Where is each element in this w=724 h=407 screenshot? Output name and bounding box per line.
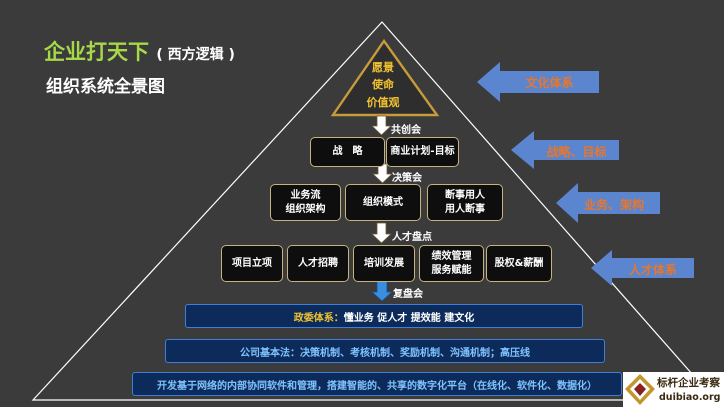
arrow-down-4 xyxy=(370,280,394,302)
side-label-business: 业务、架构 xyxy=(583,198,644,212)
connector-cocreate: 共创会 xyxy=(391,125,421,136)
pyramid-apex xyxy=(330,38,440,117)
apex-text-vision: 愿景 xyxy=(372,61,394,74)
box-decision-people: 断事用人 用人断事 xyxy=(427,184,503,221)
connector-decision: 决策会 xyxy=(392,173,422,184)
side-arrow-2 xyxy=(511,131,619,169)
box-recruitment: 人才招聘 xyxy=(287,245,349,282)
page-title: 企业打天下 ( 西方逻辑 ) xyxy=(44,36,235,66)
band-company-law: 公司基本法：决策机制、考核机制、奖励机制、沟通机制；高压线 xyxy=(165,339,605,363)
logo-diamond-icon xyxy=(625,374,655,405)
page-subtitle: 组织系统全景图 xyxy=(46,77,165,97)
connector-retrospective: 复盘会 xyxy=(393,289,423,300)
band-digital-platform: 开发基于网络的内部协同软件和管理，搭建智能的、共享的数字化平台（在线化、软件化、… xyxy=(132,372,622,396)
box-project-setup: 项目立项 xyxy=(221,245,283,282)
band1-highlight: 政委体系： xyxy=(293,312,344,324)
title-main-text: 企业打天下 xyxy=(44,40,149,64)
logo-url: duibiao.org xyxy=(659,392,721,403)
arrow-down-3 xyxy=(370,222,393,244)
side-label-talent: 人才体系 xyxy=(628,263,677,277)
box-strategy: 战 略 xyxy=(310,137,385,167)
side-label-strategy: 战略、目标 xyxy=(546,145,607,159)
watermark-logo: 标杆企业考察 duibiao.org xyxy=(623,372,724,407)
box-business-flow: 业务流 组织架构 xyxy=(270,184,341,221)
side-label-culture: 文化体系 xyxy=(525,76,574,90)
side-arrow-3 xyxy=(556,183,660,223)
apex-text-mission: 使命 xyxy=(372,78,394,91)
box-training: 培训发展 xyxy=(353,245,415,282)
box-org-model: 组织模式 xyxy=(345,184,421,221)
arrow-down-1 xyxy=(370,115,393,136)
box-business-plan: 商业计划-目标 xyxy=(386,137,459,167)
pyramid-outline xyxy=(31,21,717,401)
side-arrow-1 xyxy=(477,62,599,102)
title-paren-text: ( 西方逻辑 ) xyxy=(156,47,235,63)
band-commissar-system: 政委体系：懂业务 促人才 提效能 建文化 xyxy=(185,304,583,328)
box-equity-pay: 股权&薪酬 xyxy=(486,245,552,282)
logo-name: 标杆企业考察 xyxy=(657,377,720,389)
apex-text-values: 价值观 xyxy=(366,96,400,109)
connector-talent-review: 人才盘点 xyxy=(392,232,432,243)
side-arrow-4 xyxy=(591,250,694,286)
box-performance: 绩效管理 服务赋能 xyxy=(419,245,484,282)
band1-rest: 懂业务 促人才 提效能 建文化 xyxy=(343,312,475,324)
